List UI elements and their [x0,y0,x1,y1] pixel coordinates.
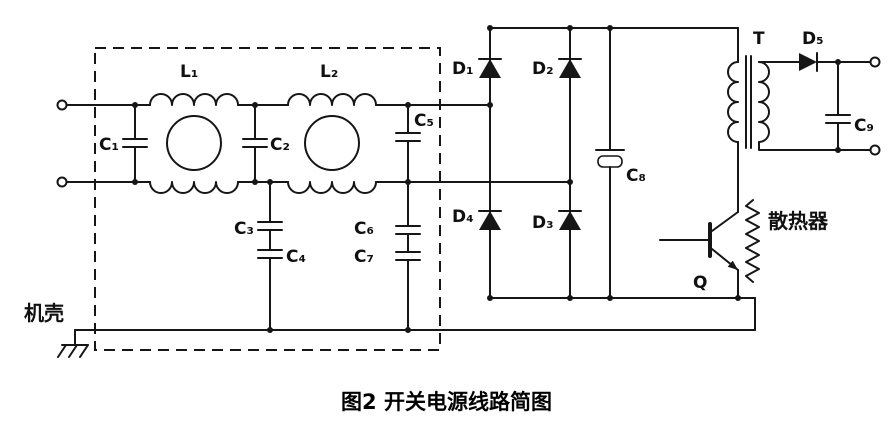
input-terminal-bottom [56,176,68,188]
label-c7: C₇ [354,247,374,267]
diode-d4 [478,210,502,230]
capacitor-c2 [242,104,268,183]
label-c4: C₄ [286,247,306,267]
wires [66,27,756,331]
label-c1: C₁ [99,135,119,155]
diode-d5 [758,52,871,72]
heatsink-symbol [745,199,760,283]
label-heatsink: 散热器 [768,209,829,233]
label-c8: C₈ [626,166,646,186]
capacitor-c8 [595,27,625,299]
label-l1: L₁ [180,62,198,82]
output-terminal-top [869,56,881,68]
output-terminal-bottom [869,144,881,156]
capacitor-c1 [122,104,148,183]
label-c3: C₃ [234,219,254,239]
label-d2: D₂ [532,59,554,79]
label-chassis: 机壳 [24,301,64,325]
diode-d2 [558,58,582,78]
junction-dots [132,25,841,333]
emi-filter-box [94,47,441,351]
label-c2: C₂ [270,135,290,155]
capacitor-c5 [395,104,421,183]
label-t: T [753,29,765,49]
inductor-l1 [149,93,239,194]
transistor-q [708,211,739,299]
capacitor-c3-c4 [257,181,283,331]
figure-caption: 图2 开关电源线路简图 [341,390,552,414]
chassis-ground-icon [57,329,89,358]
inductor-l2 [287,93,377,194]
capacitor-c9 [825,61,851,151]
label-d5: D₅ [802,29,824,49]
output-wires [758,141,871,151]
label-c6: C₆ [354,219,374,239]
label-d4: D₄ [452,207,474,227]
input-terminal-top [56,99,68,111]
diode-d1 [478,58,502,78]
label-c9: C₉ [854,116,874,136]
label-c5: C₅ [414,111,434,131]
capacitor-c6-c7 [395,181,421,331]
circuit-schematic: L₁ L₂ C₁ C₂ C₃ C₄ C₅ C₆ C₇ C₈ C₉ D₁ D₂ D… [24,25,881,358]
diode-d3 [558,210,582,230]
label-d1: D₁ [452,59,474,79]
transformer-t [727,27,770,213]
label-q: Q [693,273,707,293]
label-d3: D₃ [532,213,554,233]
label-l2: L₂ [320,62,338,82]
